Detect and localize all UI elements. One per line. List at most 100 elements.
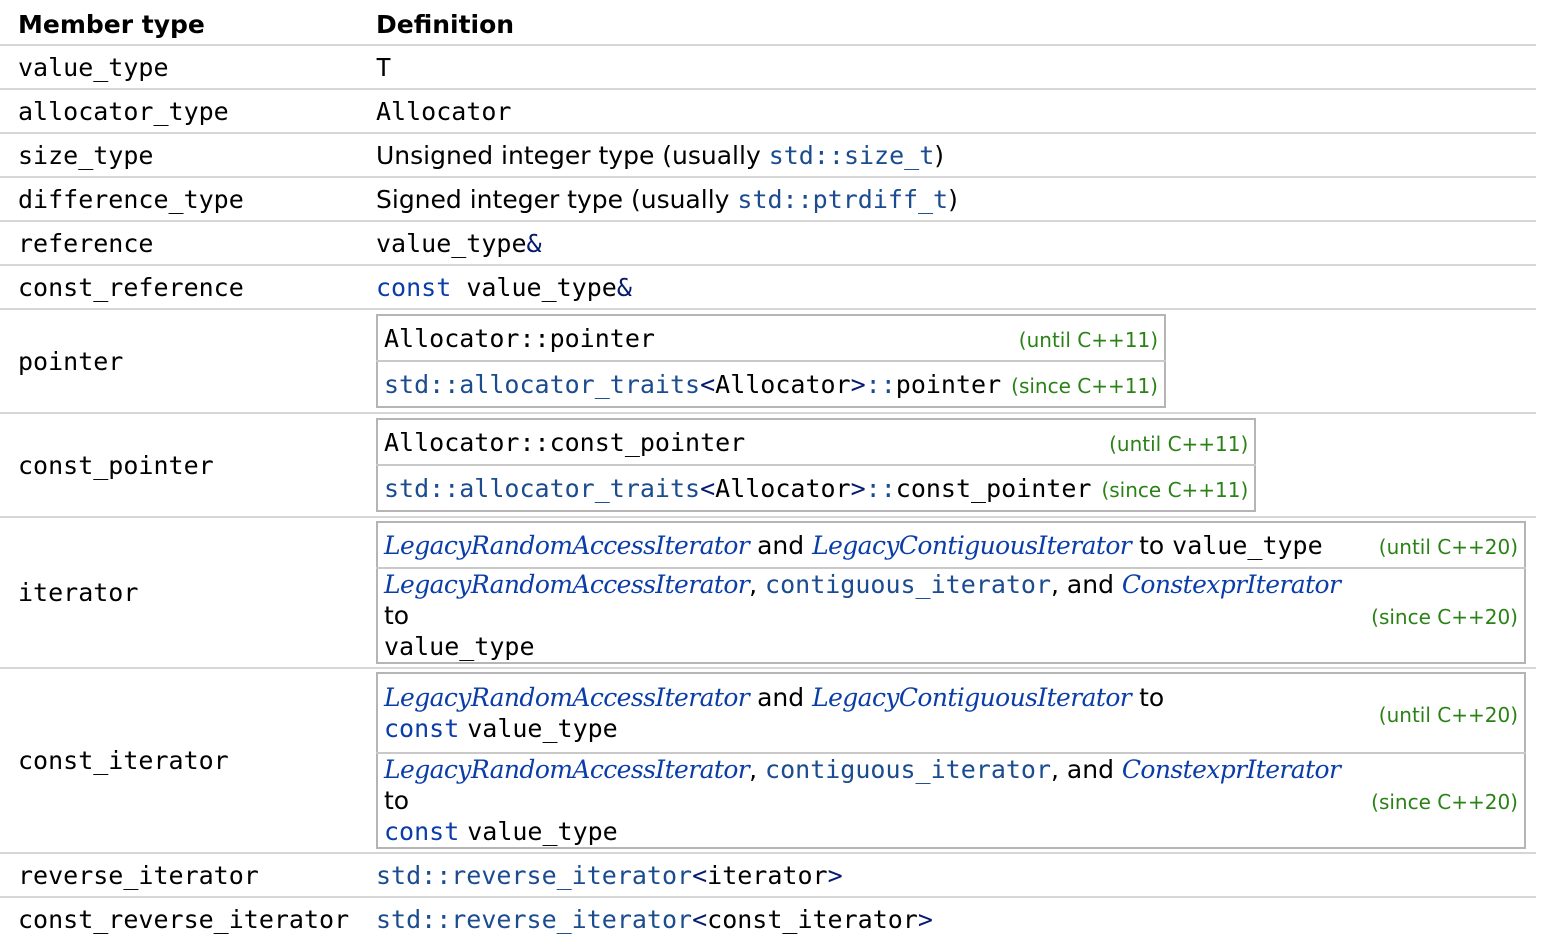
conjunction: and [749, 530, 813, 560]
table-row: const_pointer Allocator::const_pointer (… [0, 413, 1536, 518]
table-row: value_type T [0, 45, 1536, 90]
legacy-contiguous-iterator-link[interactable]: LegacyContiguousIterator [812, 530, 1132, 560]
revision-code: LegacyRandomAccessIterator, contiguous_i… [377, 568, 1367, 663]
legacy-random-access-iterator-link[interactable]: LegacyRandomAccessIterator [384, 570, 750, 599]
member-name: reference [0, 221, 376, 266]
definition-text: Unsigned integer type (usually [376, 140, 769, 170]
const-keyword: const [376, 272, 452, 302]
revision-row: LegacyRandomAccessIterator, contiguous_i… [377, 568, 1525, 663]
template-arg: Allocator [715, 369, 851, 399]
revision-row: LegacyRandomAccessIterator and LegacyCon… [377, 522, 1525, 569]
member-definition: Allocator [376, 89, 1536, 134]
member-name: allocator_type [0, 89, 376, 134]
reverse-iterator-link[interactable]: std::reverse_iterator [376, 860, 693, 890]
revision-code: LegacyRandomAccessIterator and LegacyCon… [377, 673, 1368, 754]
template-arg: Allocator [715, 473, 851, 503]
header-definition: Definition [376, 4, 1536, 46]
angle-open: < [700, 369, 716, 399]
member-name: const_iterator [0, 668, 376, 854]
angle-close: > [827, 860, 843, 890]
conjunction: , [749, 570, 766, 599]
table-row: const_reverse_iterator std::reverse_iter… [0, 897, 1536, 940]
angle-close: > [917, 904, 933, 934]
angle-open: < [692, 904, 708, 934]
reverse-iterator-link[interactable]: std::reverse_iterator [376, 904, 693, 934]
const-keyword: const [384, 817, 460, 846]
size-t-link[interactable]: std::size_t [768, 140, 935, 170]
legacy-random-access-iterator-link[interactable]: LegacyRandomAccessIterator [384, 683, 750, 712]
table-row: size_type Unsigned integer type (usually… [0, 133, 1536, 178]
angle-open: < [692, 860, 708, 890]
allocator-traits-link[interactable]: std::allocator_traits [384, 473, 701, 503]
revision-code: LegacyRandomAccessIterator and LegacyCon… [377, 522, 1368, 569]
allocator-traits-link[interactable]: std::allocator_traits [384, 369, 701, 399]
header-member-type: Member type [0, 4, 376, 46]
member-name: pointer [0, 309, 376, 414]
ptrdiff-t-link[interactable]: std::ptrdiff_t [737, 184, 949, 214]
conjunction: , and [1051, 755, 1122, 784]
conjunction: , and [1051, 570, 1122, 599]
table-row: const_iterator LegacyRandomAccessIterato… [0, 668, 1536, 854]
member-definition: Signed integer type (usually std::ptrdif… [376, 177, 1536, 222]
member-definition: T [376, 45, 1536, 90]
type-name: value_type [466, 272, 617, 302]
constexpr-iterator-link[interactable]: ConstexprIterator [1121, 755, 1341, 784]
member-definition: const value_type& [376, 265, 1536, 310]
version-badge: (until C++11) [1018, 327, 1158, 352]
ampersand: & [526, 228, 542, 258]
member-definition: Allocator::const_pointer (until C++11) s… [376, 413, 1536, 518]
legacy-random-access-iterator-link[interactable]: LegacyRandomAccessIterator [384, 530, 750, 560]
version-badge: (since C++20) [1371, 790, 1518, 814]
member-definition: value_type& [376, 221, 1536, 266]
revision-code: LegacyRandomAccessIterator, contiguous_i… [377, 753, 1367, 848]
constexpr-iterator-link[interactable]: ConstexprIterator [1121, 570, 1341, 599]
revision-box: LegacyRandomAccessIterator and LegacyCon… [376, 672, 1526, 849]
member-definition: std::reverse_iterator<const_iterator> [376, 897, 1536, 940]
conjunction: to [1131, 530, 1173, 560]
template-arg: iterator [707, 860, 828, 890]
conjunction: and [749, 683, 813, 712]
conjunction: , [749, 755, 766, 784]
member-types-table: Member type Definition value_type T allo… [0, 4, 1536, 940]
member-name: const_reverse_iterator [18, 904, 350, 934]
angle-close: > [850, 473, 866, 503]
contiguous-iterator-link[interactable]: contiguous_iterator [765, 755, 1052, 784]
conjunction: to [384, 601, 410, 630]
table-row: reference value_type& [0, 221, 1536, 266]
version-badge: (until C++11) [1109, 431, 1249, 456]
type-name: value_type [1172, 530, 1323, 560]
template-arg: const_iterator [707, 904, 918, 934]
type-name: value_type [384, 632, 535, 661]
table-row: iterator LegacyRandomAccessIterator and … [0, 517, 1536, 669]
member-definition: LegacyRandomAccessIterator and LegacyCon… [376, 517, 1536, 669]
ampersand: & [616, 272, 632, 302]
const-keyword: const [384, 714, 460, 743]
revision-code: Allocator::const_pointer [377, 419, 1098, 466]
revision-code: std::allocator_traits<Allocator>::const_… [377, 465, 1097, 511]
member-definition: Unsigned integer type (usually std::size… [376, 133, 1536, 178]
member-name: size_type [0, 133, 376, 178]
definition-text: ) [934, 140, 945, 170]
revision-row: LegacyRandomAccessIterator, contiguous_i… [377, 753, 1525, 848]
scope-separator: :: [865, 369, 896, 399]
revision-row: Allocator::pointer (until C++11) [377, 315, 1165, 362]
member-name: value_type [0, 45, 376, 90]
member-name: iterator [0, 517, 376, 669]
revision-code: Allocator::pointer [377, 315, 1008, 362]
member-definition: LegacyRandomAccessIterator and LegacyCon… [376, 668, 1536, 854]
legacy-contiguous-iterator-link[interactable]: LegacyContiguousIterator [812, 683, 1132, 712]
table-row: pointer Allocator::pointer (until C++11)… [0, 309, 1536, 414]
type-name: value_type [467, 714, 618, 743]
revision-box: LegacyRandomAccessIterator and LegacyCon… [376, 521, 1526, 664]
member-ident: pointer [895, 369, 1002, 399]
legacy-random-access-iterator-link[interactable]: LegacyRandomAccessIterator [384, 755, 750, 784]
conjunction: to [1131, 683, 1165, 712]
version-badge: (since C++11) [1101, 477, 1249, 502]
revision-row: std::allocator_traits<Allocator>::pointe… [377, 361, 1165, 407]
contiguous-iterator-link[interactable]: contiguous_iterator [765, 570, 1052, 599]
revision-row: Allocator::const_pointer (until C++11) [377, 419, 1256, 466]
member-definition: Allocator::pointer (until C++11) std::al… [376, 309, 1536, 414]
member-definition: std::reverse_iterator<iterator> [376, 853, 1536, 898]
table-row: const_reference const value_type& [0, 265, 1536, 310]
revision-row: std::allocator_traits<Allocator>::const_… [377, 465, 1255, 511]
